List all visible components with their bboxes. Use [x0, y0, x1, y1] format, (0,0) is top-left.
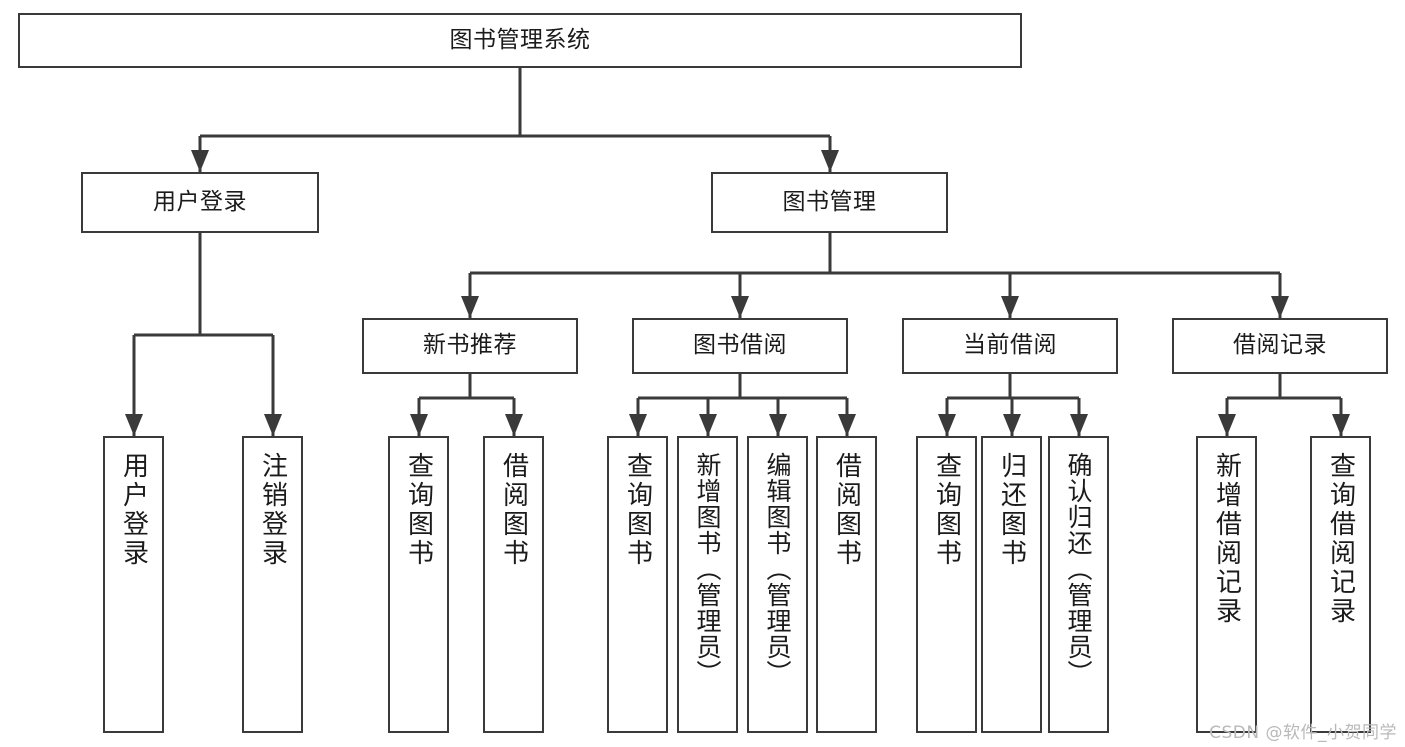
arrow-head-user-login: [191, 150, 209, 172]
arrow-head-leaf-borrow-book-2: [838, 414, 856, 436]
node-label: 图书管理: [782, 188, 877, 215]
watermark-label: CSDN @软件_小贺同学: [1209, 723, 1397, 743]
node-leaf-add-book[interactable]: 新增图书（管理员）: [677, 436, 738, 733]
node-leaf-user-logout[interactable]: 注销登录: [242, 436, 303, 733]
node-label: 查询图书: [931, 452, 962, 568]
arrow-head-leaf-user-login: [125, 414, 143, 436]
arrow-head-leaf-add-record: [1218, 414, 1236, 436]
node-user-login[interactable]: 用户登录: [81, 172, 319, 233]
node-label: 归还图书: [996, 452, 1027, 568]
node-label: 新增借阅记录: [1211, 452, 1242, 626]
node-label: 借阅图书: [831, 452, 862, 568]
node-label: 图书管理系统: [449, 26, 591, 53]
arrow-head-current-borrow: [1001, 296, 1019, 318]
node-label: 用户登录: [118, 452, 149, 568]
arrow-head-leaf-borrow-book-1: [505, 414, 523, 436]
node-leaf-borrow-book-2[interactable]: 借阅图书: [816, 436, 877, 733]
node-current-borrow[interactable]: 当前借阅: [902, 318, 1118, 374]
arrow-head-leaf-query-book-2: [629, 414, 647, 436]
node-leaf-query-book-3[interactable]: 查询图书: [916, 436, 977, 733]
node-leaf-return-book[interactable]: 归还图书: [981, 436, 1042, 733]
node-label: 注销登录: [257, 452, 288, 568]
node-leaf-query-book-2[interactable]: 查询图书: [607, 436, 668, 733]
node-leaf-query-book-1[interactable]: 查询图书: [388, 436, 449, 733]
arrow-head-leaf-edit-book: [769, 414, 787, 436]
node-label: 查询图书: [622, 452, 653, 568]
arrow-head-leaf-return-book: [1003, 414, 1021, 436]
node-label: 图书借阅: [693, 332, 787, 359]
node-label: 用户登录: [153, 188, 247, 215]
arrow-head-book-manage: [821, 150, 839, 172]
node-label: 当前借阅: [963, 332, 1057, 359]
node-label: 借阅图书: [498, 452, 529, 568]
node-label: 新增图书（管理员）: [693, 452, 722, 686]
node-new-book-recommend[interactable]: 新书推荐: [362, 318, 578, 374]
arrow-head-leaf-query-record: [1332, 414, 1350, 436]
node-label: 新书推荐: [423, 332, 517, 359]
arrow-head-leaf-confirm-return: [1070, 414, 1088, 436]
node-borrow-record[interactable]: 借阅记录: [1172, 318, 1388, 374]
arrow-head-leaf-query-book-1: [410, 414, 428, 436]
node-leaf-edit-book[interactable]: 编辑图书（管理员）: [747, 436, 808, 733]
node-leaf-user-login[interactable]: 用户登录: [103, 436, 164, 733]
arrow-head-leaf-query-book-3: [938, 414, 956, 436]
arrow-head-borrow-record: [1271, 296, 1289, 318]
arrow-head-leaf-add-book: [699, 414, 717, 436]
node-book-manage[interactable]: 图书管理: [711, 172, 948, 233]
arrow-head-new-book-recommend: [461, 296, 479, 318]
node-label: 查询借阅记录: [1325, 452, 1356, 626]
node-book-borrow[interactable]: 图书借阅: [632, 318, 848, 374]
node-label: 借阅记录: [1233, 332, 1327, 359]
node-label: 编辑图书（管理员）: [763, 452, 792, 686]
node-leaf-borrow-book-1[interactable]: 借阅图书: [483, 436, 544, 733]
arrow-head-book-borrow: [731, 296, 749, 318]
node-label: 查询图书: [403, 452, 434, 568]
node-root[interactable]: 图书管理系统: [18, 13, 1022, 68]
node-leaf-confirm-return[interactable]: 确认归还（管理员）: [1048, 436, 1109, 733]
arrow-head-leaf-user-logout: [264, 414, 282, 436]
node-leaf-query-record[interactable]: 查询借阅记录: [1310, 436, 1371, 733]
node-label: 确认归还（管理员）: [1064, 452, 1093, 686]
node-leaf-add-record[interactable]: 新增借阅记录: [1196, 436, 1257, 733]
